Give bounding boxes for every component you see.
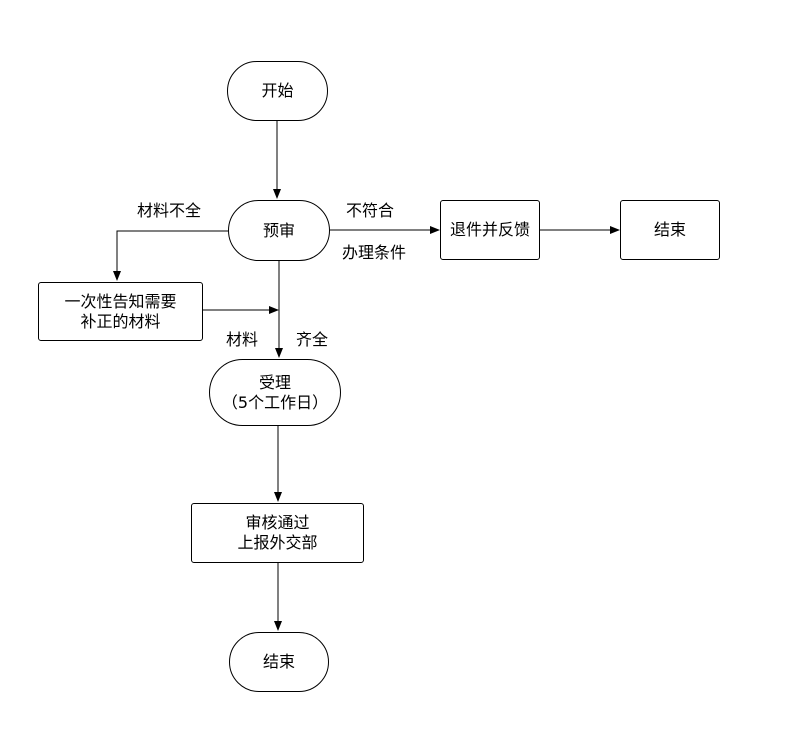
precheck-label: 预审 — [262, 220, 295, 240]
accept-line2: （5个工作日） — [221, 392, 329, 412]
label-incomplete: 材料不全 — [137, 201, 202, 220]
label-complete-right: 齐全 — [296, 330, 329, 349]
return-feedback-label: 退件并反馈 — [449, 220, 530, 239]
end-right-label: 结束 — [653, 220, 686, 239]
end-right-node: 结束 — [620, 200, 720, 260]
label-not-meet-line2: 办理条件 — [342, 243, 407, 262]
review-line1: 审核通过 — [245, 513, 310, 532]
accept-line1: 受理 — [258, 372, 291, 392]
arrow-precheck-to-notify — [113, 230, 228, 281]
start-node: 开始 — [227, 61, 328, 121]
notify-line1: 一次性告知需要 — [64, 291, 177, 311]
label-not-meet-line1: 不符合 — [346, 201, 395, 220]
end-bottom-node: 结束 — [229, 632, 329, 692]
end-bottom-label: 结束 — [262, 652, 295, 671]
start-label: 开始 — [261, 81, 294, 100]
precheck-node: 预审 — [228, 200, 330, 261]
label-complete-left: 材料 — [226, 330, 259, 349]
review-node: 审核通过 上报外交部 — [191, 503, 364, 563]
return-feedback-node: 退件并反馈 — [440, 200, 540, 260]
accept-node: 受理 （5个工作日） — [209, 359, 341, 426]
notify-line2: 补正的材料 — [80, 311, 161, 331]
notify-supplement-node: 一次性告知需要 补正的材料 — [38, 282, 203, 341]
review-line2: 上报外交部 — [237, 533, 318, 552]
